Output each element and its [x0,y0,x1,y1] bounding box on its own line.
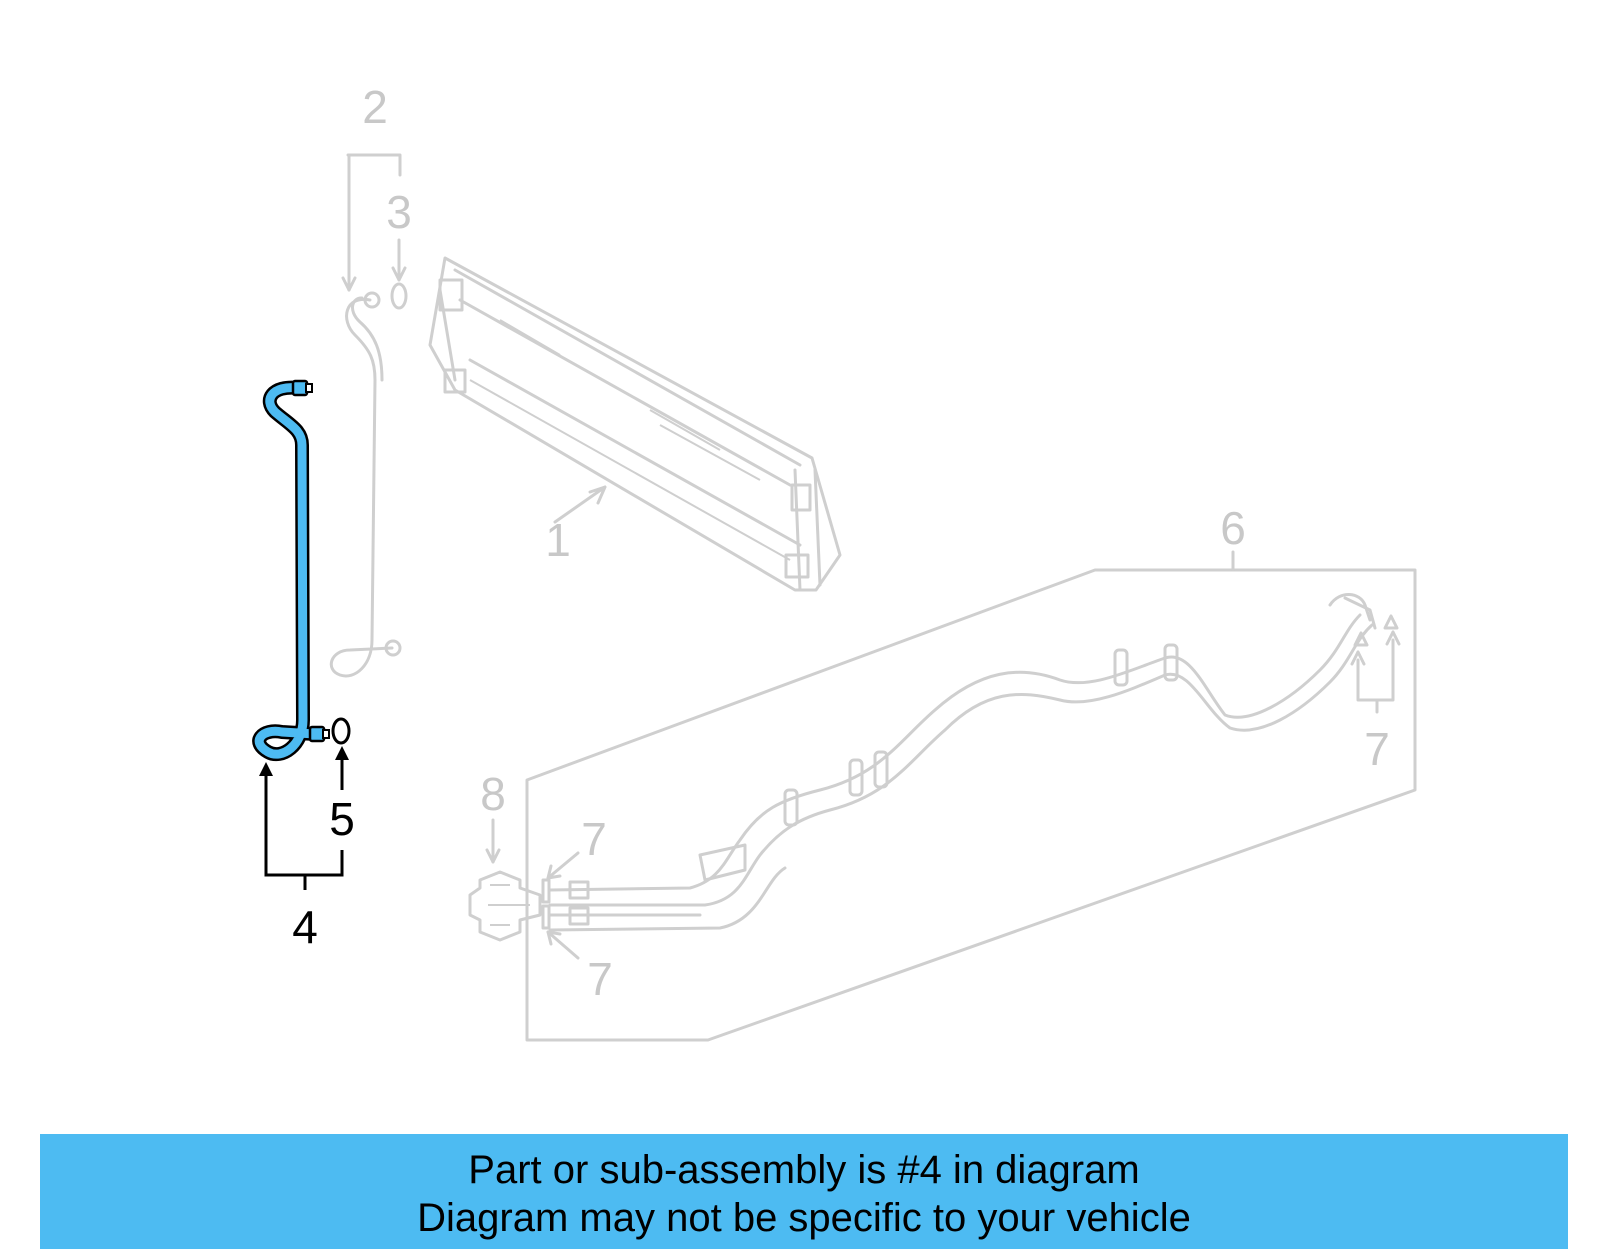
callout-7-bottom: 7 [587,953,613,1005]
callout-4-arrow [259,762,273,776]
part-5-o-ring[interactable] [331,717,351,745]
part-3-o-ring[interactable] [390,282,408,310]
callout-4: 4 [292,901,318,953]
callout-3: 3 [386,186,412,238]
callout-7-right-bracket [1356,638,1395,714]
parts-diagram: 1 2 3 4 5 [252,81,1417,1042]
callout-7-right-arrows [1350,630,1401,666]
callout-7-top: 7 [581,813,607,865]
part-4-cooler-line-highlighted[interactable] [252,379,330,762]
callout-8-arrow [485,818,501,864]
banner-line-2: Diagram may not be specific to your vehi… [417,1196,1191,1240]
callout-4-bracket [264,770,344,890]
callout-6: 6 [1220,502,1246,554]
part-6-cooler-line-assembly[interactable] [525,568,1417,1042]
callout-2-arrow [341,276,357,292]
callout-5: 5 [329,793,355,845]
callout-2-bracket [346,153,402,292]
callout-5-arrow [335,746,349,760]
callout-7-right: 7 [1364,723,1390,775]
banner-line-1: Part or sub-assembly is #4 in diagram [468,1148,1140,1192]
callout-7-top-leader [546,851,580,880]
part-2-cooler-line[interactable] [329,291,402,678]
part-7-o-rings[interactable] [541,614,1399,930]
info-banner: Part or sub-assembly is #4 in diagram Di… [40,1134,1568,1249]
callout-2: 2 [362,81,388,133]
part-8-connector[interactable] [468,870,542,942]
part-1-oil-cooler[interactable] [428,256,842,592]
callout-7-bottom-leader [546,930,580,960]
callout-8: 8 [480,768,506,820]
callout-3-arrow [391,238,407,282]
callout-1: 1 [545,514,571,566]
